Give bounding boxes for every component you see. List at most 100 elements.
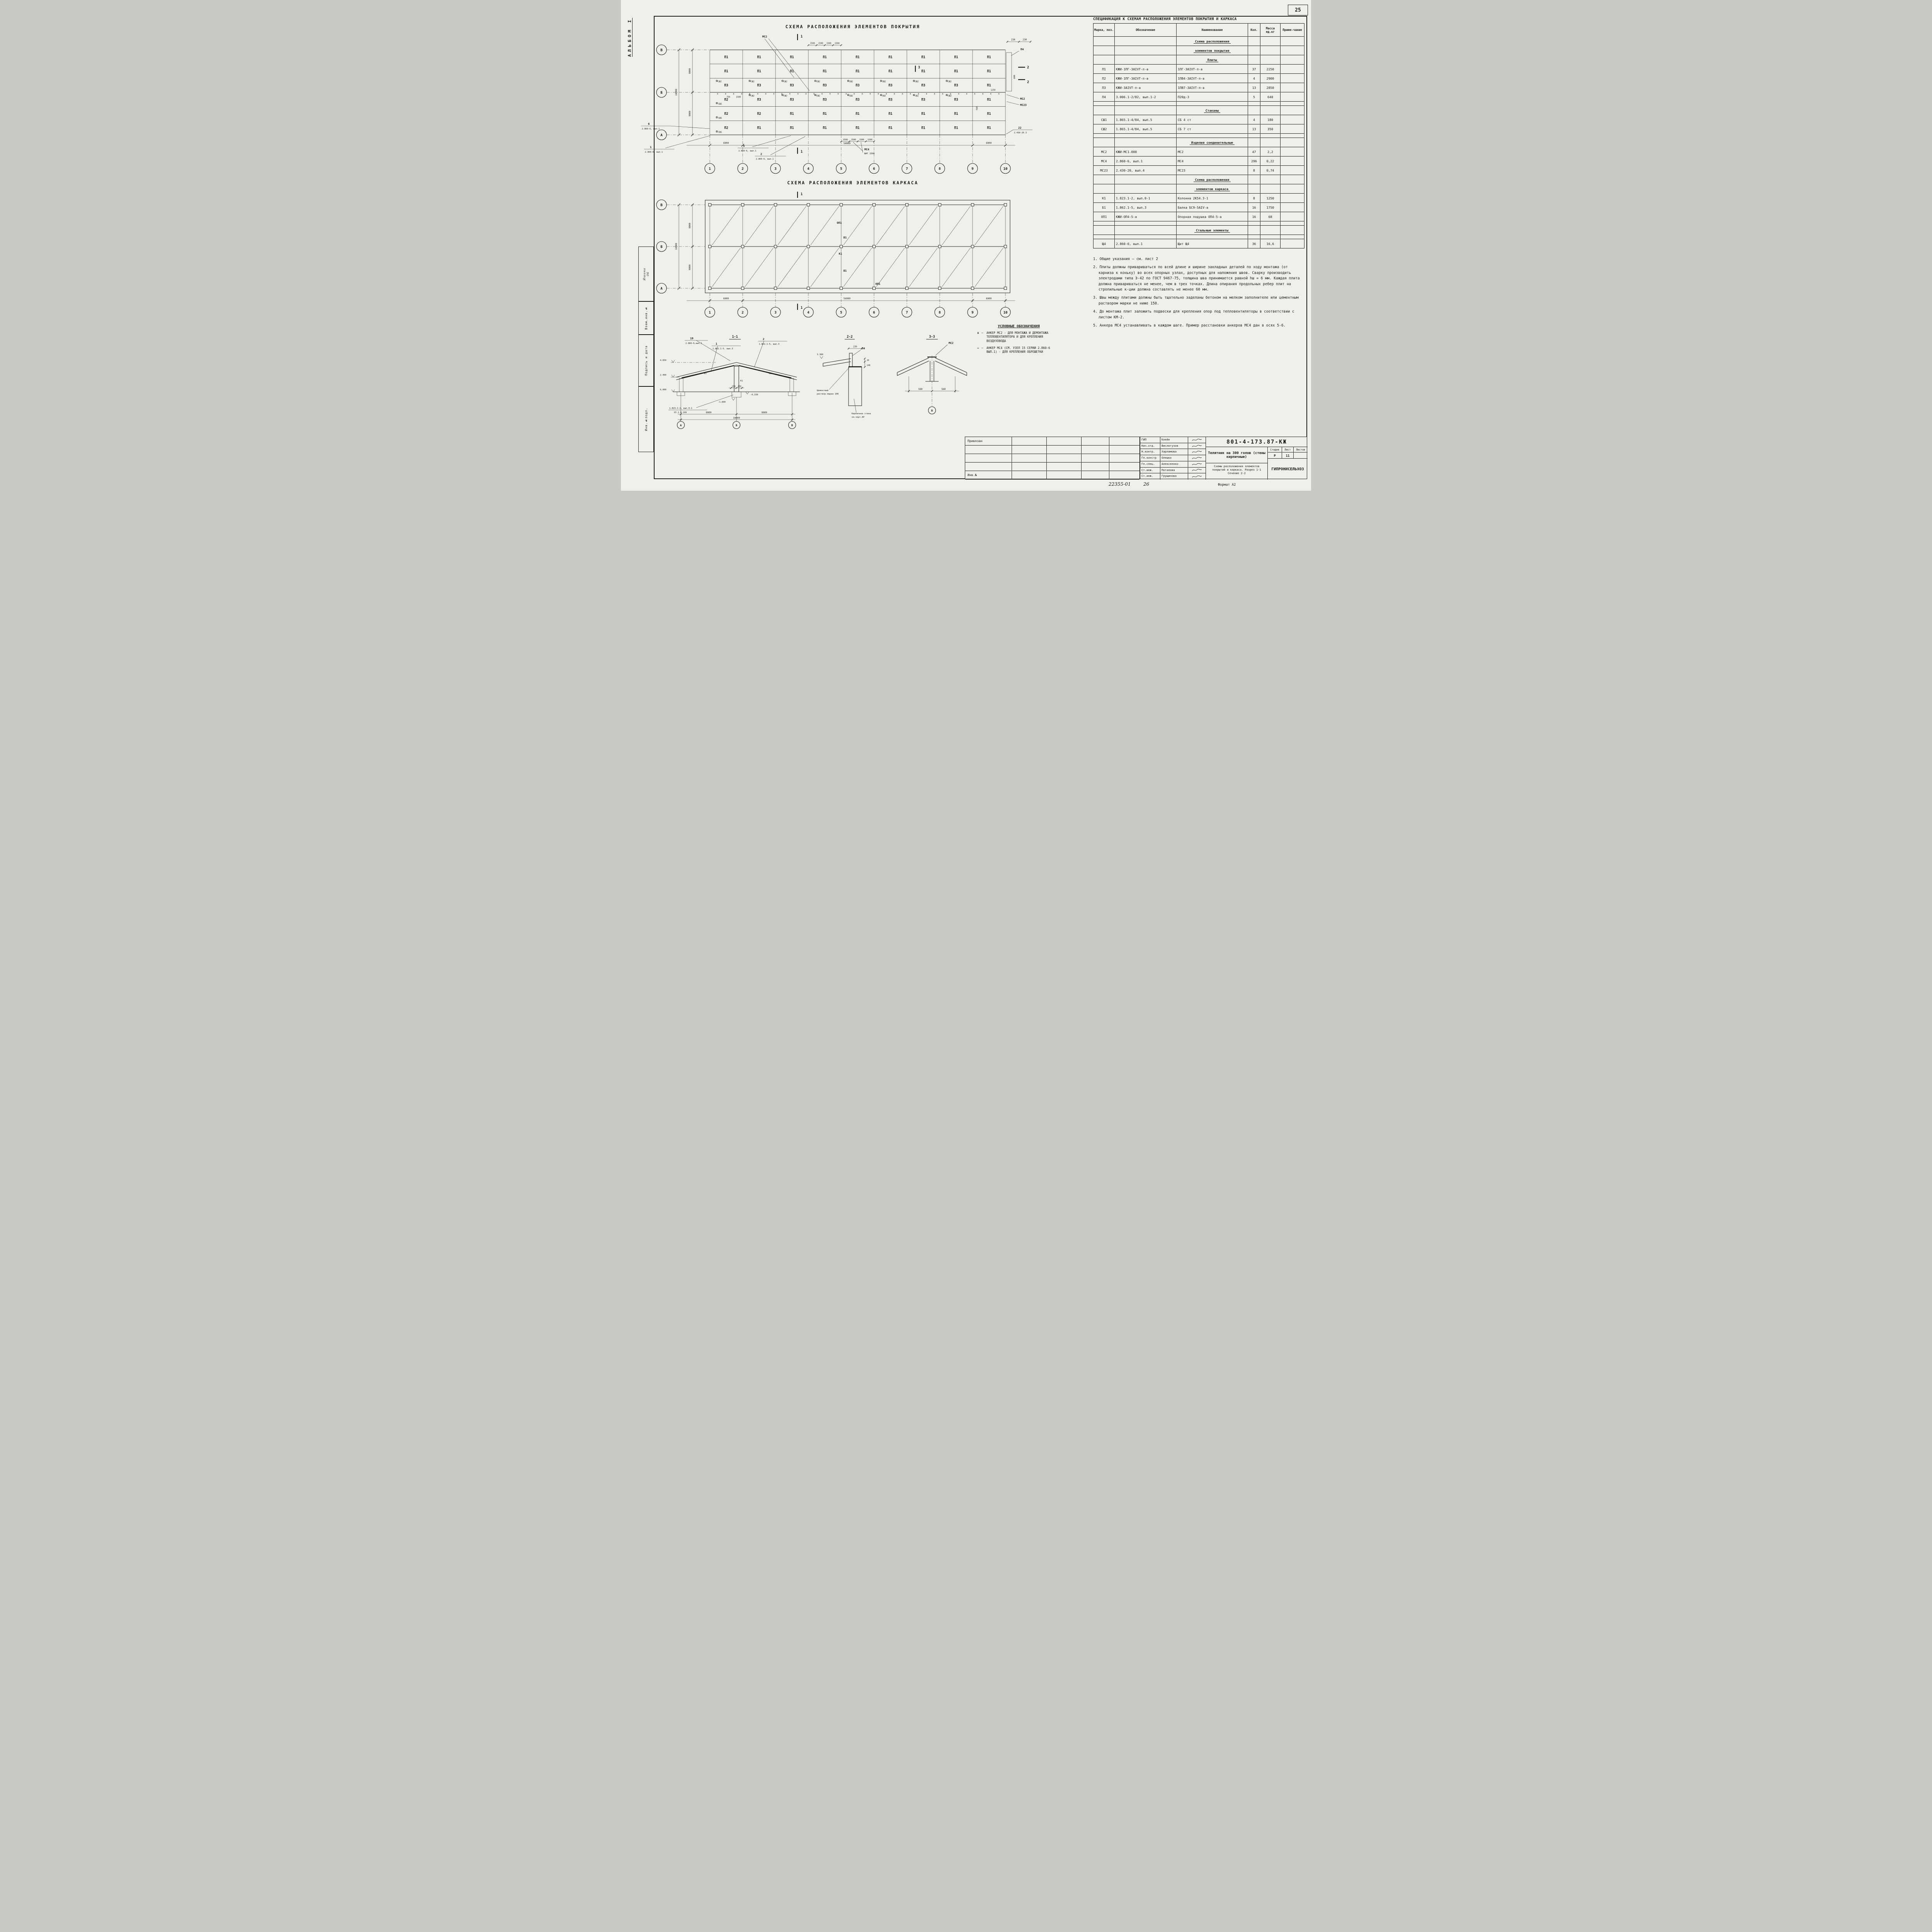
- callout-22-doc: 2.430-20.3: [1014, 132, 1027, 134]
- spec-cell: 640: [1260, 92, 1281, 102]
- spec-cell: [1093, 235, 1115, 239]
- spec-cell: 0,74: [1260, 165, 1281, 175]
- callout-19-doc: 2.860-6,вып.1: [685, 342, 702, 345]
- callout-mc2: МС2: [762, 35, 767, 38]
- plate-label: П1: [757, 70, 761, 73]
- plate-label: П1: [987, 55, 991, 59]
- role-name: Вислогузов: [1160, 443, 1188, 449]
- plate-label: П1: [954, 70, 958, 73]
- binding-row: [965, 454, 1139, 463]
- plate-label: П3: [724, 84, 728, 88]
- leader-line: [768, 38, 810, 91]
- dim-tick: [848, 140, 850, 143]
- axis-label: 6: [873, 311, 875, 315]
- anchor-mc2-mark: x: [942, 93, 944, 95]
- axis-bubble: [656, 129, 667, 140]
- axis-label: 10: [1003, 311, 1008, 315]
- section-2-2-drawing: 2-2 П4 3.300 230 20 140 Цементный раство…: [817, 335, 871, 418]
- spec-cell: [1114, 105, 1177, 115]
- spec-cell: 37: [1248, 64, 1260, 74]
- leader-line: [696, 395, 734, 408]
- sheet-value: 11: [1282, 452, 1294, 459]
- plate-label: П1: [855, 70, 859, 73]
- cup-mark: [913, 80, 915, 82]
- spec-cell: [1280, 225, 1304, 235]
- leader-line: [754, 341, 764, 367]
- axis-bubble: [928, 406, 936, 415]
- spec-table: Марка, поз. Обозначение Наименование Кол…: [1093, 23, 1304, 248]
- spec-cell: 1.862.1-5, вып.3: [1114, 202, 1177, 212]
- column-mark: [807, 245, 810, 248]
- slab-line: [897, 361, 929, 376]
- spec-cell: 16: [1248, 202, 1260, 212]
- page-number: 25: [1295, 7, 1301, 13]
- roof-line: [676, 362, 737, 378]
- section-title: 2-2: [847, 335, 852, 339]
- binding-row: Инв.№: [965, 471, 1139, 480]
- signature-squiggle: [1192, 469, 1202, 471]
- axis-bubble: [737, 163, 748, 174]
- leader-line: [770, 136, 806, 155]
- signature-mark: [1192, 475, 1202, 478]
- anchor-mc2-mark: x: [966, 93, 968, 95]
- spec-cell: КЖИ-МС1.000: [1114, 147, 1177, 156]
- dim-label: 6000: [986, 142, 992, 145]
- axis-label: А: [680, 424, 682, 427]
- legend-symbol: х: [977, 331, 979, 335]
- elevation-label: -0,150: [750, 394, 758, 396]
- brace-line: [810, 248, 839, 287]
- leader-line: [711, 346, 718, 372]
- spec-cell: Щит Щ4: [1176, 239, 1248, 248]
- axis-bubble: [836, 163, 847, 174]
- spec-cell: 68: [1260, 212, 1281, 221]
- elevation-label: 3.300: [817, 354, 823, 356]
- dim-label: 230: [1011, 39, 1015, 41]
- spec-cell: [1260, 101, 1281, 106]
- spec-header-label: Наименование: [1201, 28, 1223, 32]
- section-flag-label: 3: [918, 66, 920, 70]
- slab-line: [823, 358, 851, 364]
- spec-section-title: Стальные элементы: [1194, 228, 1230, 233]
- label-b1: Б1: [844, 269, 847, 272]
- dim-tick: [691, 245, 694, 248]
- column-mark: [971, 287, 974, 290]
- document-number: 801-4-173.87-КЖ: [1206, 437, 1308, 447]
- spec-cell: [1093, 105, 1115, 115]
- axis-bubble: [901, 163, 912, 174]
- dim-tick: [840, 44, 842, 46]
- sheet-label: Лист: [1282, 447, 1294, 452]
- spec-section-row: Схема расположения: [1093, 36, 1304, 46]
- spec-header-cell: Приме-чание: [1280, 23, 1304, 37]
- spec-cell: [1093, 225, 1115, 235]
- spec-cell: [1280, 73, 1304, 83]
- elevation-mark: [671, 360, 675, 363]
- cup-mark: [913, 94, 915, 96]
- spec-cell: 2.860-6, вып.1: [1114, 239, 1177, 248]
- signature-cell: [1188, 443, 1206, 449]
- slab-line: [897, 357, 929, 373]
- sh2-label: СШ2: [915, 81, 918, 83]
- spec-section-row: элементов покрытия: [1093, 46, 1304, 55]
- cup-mark: [946, 80, 948, 82]
- elevation-label: 0,000: [660, 389, 667, 391]
- callout-1: 1: [650, 146, 651, 149]
- sh2-label: СШ2: [882, 81, 886, 83]
- leader-line: [852, 350, 861, 356]
- spec-header-label: Обозначение: [1136, 28, 1155, 32]
- plate-label: П1: [888, 55, 892, 59]
- spec-section-row: Плиты: [1093, 55, 1304, 65]
- axis-bubble: [934, 307, 945, 318]
- dim-label: 6000: [723, 298, 729, 300]
- axis-bubble: [656, 199, 667, 210]
- spec-spacer-row: [1093, 221, 1304, 226]
- column-mark: [708, 287, 711, 290]
- spec-cell: [1280, 184, 1304, 194]
- cup-mark: [880, 94, 882, 96]
- spec-cell: [1248, 225, 1260, 235]
- spec-cell: 1.865.1-4/84, вып.5: [1114, 124, 1177, 134]
- axis-label: 4: [807, 167, 810, 171]
- wall: [679, 378, 684, 392]
- spec-cell: [1280, 193, 1304, 203]
- signature-cell: [1188, 468, 1206, 473]
